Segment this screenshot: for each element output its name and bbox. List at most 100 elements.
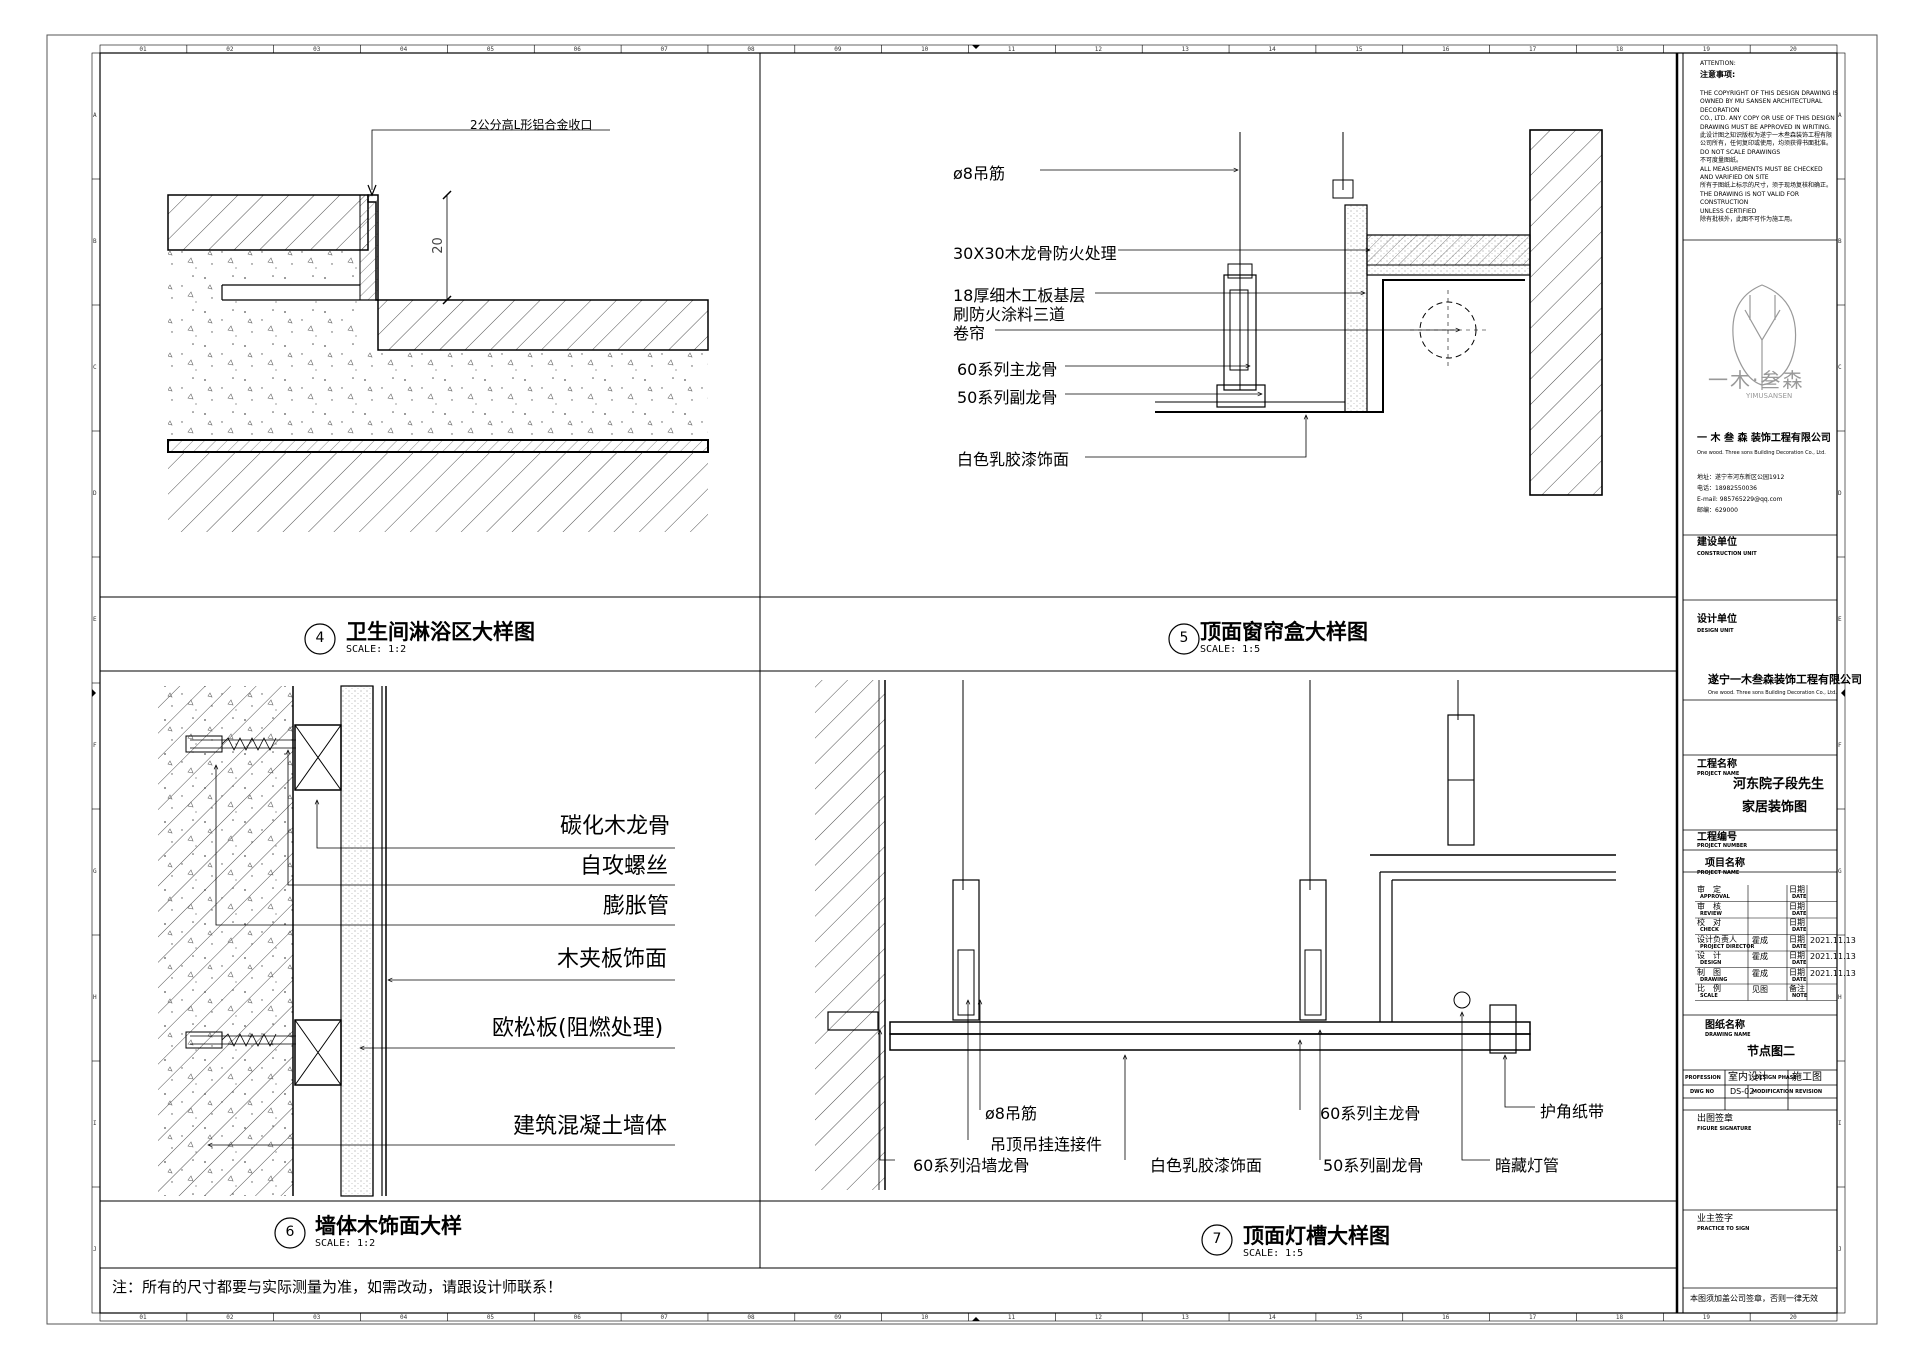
sign-date-label-en: DATE xyxy=(1792,943,1807,950)
tb-item: 项目名称 xyxy=(1705,858,1745,869)
tb-notice-line: CO., LTD. ANY COPY OR USE OF THIS DESIGN xyxy=(1700,115,1835,123)
grid-col-label: 04 xyxy=(399,1314,408,1321)
tb-phase: 施工图 xyxy=(1792,1072,1822,1083)
tb-item-en: PROJECT NAME xyxy=(1697,870,1740,876)
tb-profession: 室内设计 xyxy=(1728,1072,1768,1083)
grid-row-label: D xyxy=(93,490,97,497)
tb-contact-line: 地址：遂宁市河东新区公园1912 xyxy=(1697,474,1785,481)
tb-project-en: PROJECT NAME xyxy=(1697,771,1740,777)
grid-row-label: B xyxy=(1838,238,1842,245)
sign-date-label: 日期 xyxy=(1789,934,1805,944)
detail-4-drawing xyxy=(167,129,709,655)
tb-attention: ATTENTION: xyxy=(1700,60,1736,67)
d6-callout-3: 膨胀管 xyxy=(603,894,670,919)
grid-col-label: 16 xyxy=(1442,46,1450,53)
sign-date-label: 日期 xyxy=(1789,918,1805,927)
grid-row-label: C xyxy=(93,364,97,371)
tb-notice-line: ALL MEASUREMENTS MUST BE CHECKED xyxy=(1700,165,1823,173)
grid-col-label: 02 xyxy=(226,46,234,53)
grid-col-label: 07 xyxy=(660,1314,668,1321)
tb-logo-en: YIMUSANSEN xyxy=(1746,392,1793,400)
d6-callout-1: 碳化木龙骨 xyxy=(560,814,671,839)
tb-company: 一 木 叁 森 装饰工程有限公司 xyxy=(1697,433,1831,444)
d7-callout-wallkeel: 60系列沿墙龙骨 xyxy=(913,1156,1030,1175)
tb-project-name-1: 河东院子段先生 xyxy=(1733,777,1825,792)
tb-drawing-name-en: DRAWING NAME xyxy=(1705,1032,1751,1038)
grid-row-label: D xyxy=(1838,490,1842,497)
grid-col-label: 19 xyxy=(1702,1314,1710,1321)
d6-scale: SCALE: 1:2 xyxy=(315,1238,376,1249)
company-logo xyxy=(1732,284,1797,390)
d5-callout-board1: 18厚细木工板基层 xyxy=(953,286,1086,305)
sign-date-label: 日期 xyxy=(1789,901,1805,911)
d4-dimension: 20 xyxy=(430,237,446,254)
grid-col-label: 09 xyxy=(834,46,842,53)
tb-drawing-name-value: 节点图二 xyxy=(1747,1044,1796,1058)
sign-date-label-en: DATE xyxy=(1792,927,1807,933)
tb-project-name-2: 家居装饰图 xyxy=(1742,800,1808,815)
sign-role-en: DRAWING xyxy=(1700,976,1728,983)
grid-col-label: 12 xyxy=(1094,1314,1102,1321)
sign-role: 审 定 xyxy=(1697,885,1721,894)
grid-col-label: 02 xyxy=(226,1314,234,1321)
tb-owner-en: PRACTICE TO SIGN xyxy=(1697,1226,1750,1232)
d7-callout-lamp: 暗藏灯管 xyxy=(1495,1156,1560,1175)
tb-notice-title: 注意事项: xyxy=(1700,70,1736,79)
grid-col-label: 03 xyxy=(313,46,321,53)
tb-contact-line: 邮编：629000 xyxy=(1697,507,1738,514)
grid-row-label: A xyxy=(1838,112,1842,119)
sign-date-label-en: NOTE xyxy=(1792,993,1808,999)
tb-notice-line: 此设计图之知识版权为遂宁一木叁森装饰工程有限 xyxy=(1700,132,1833,140)
d4-number: 4 xyxy=(315,630,325,646)
grid-col-label: 10 xyxy=(921,46,929,53)
sign-role: 设计负责人 xyxy=(1697,934,1737,944)
sign-role: 校 对 xyxy=(1697,918,1721,927)
d5-number: 5 xyxy=(1179,630,1189,646)
grid-col-label: 09 xyxy=(834,1314,842,1321)
grid-col-label: 20 xyxy=(1789,46,1797,53)
sign-date-label: 日期 xyxy=(1789,885,1805,894)
grid-row-label: E xyxy=(1838,616,1842,623)
tb-design-company-en: One wood. Three sons Building Decoration… xyxy=(1708,690,1837,696)
tb-notice-line: DRAWING MUST BE APPROVED IN WRITING. xyxy=(1700,123,1831,131)
d4-scale: SCALE: 1:2 xyxy=(346,644,407,655)
sign-name: 霍成 xyxy=(1752,935,1768,945)
d7-callout-paint: 白色乳胶漆饰面 xyxy=(1150,1156,1263,1175)
tb-drawing-name: 图纸名称 xyxy=(1705,1020,1745,1031)
d6-callout-6: 建筑混凝土墙体 xyxy=(513,1114,668,1139)
d7-number: 7 xyxy=(1212,1231,1222,1247)
grid-col-label: 06 xyxy=(573,1314,581,1321)
d6-callout-2: 自攻螺丝 xyxy=(580,854,669,879)
grid-col-label: 05 xyxy=(486,46,495,53)
grid-col-label: 04 xyxy=(399,46,408,53)
sign-date-label: 日期 xyxy=(1789,967,1805,977)
d7-callout-main: 60系列主龙骨 xyxy=(1320,1104,1421,1123)
grid-col-label: 01 xyxy=(139,1314,147,1321)
grid-col-label: 14 xyxy=(1268,1314,1276,1321)
grid-row-label: G xyxy=(1838,868,1842,875)
tb-notice-line: AND VARIFIED ON SITE xyxy=(1700,174,1769,182)
sign-date-label-en: DATE xyxy=(1792,894,1807,900)
grid-col-label: 14 xyxy=(1268,46,1276,53)
tb-notice-line: 除有批核外，此图不可作为施工用。 xyxy=(1700,216,1797,224)
grid-row-label: H xyxy=(1838,994,1842,1001)
d7-callout-corner: 护角纸带 xyxy=(1540,1102,1605,1121)
sign-date-label-en: DATE xyxy=(1792,910,1807,917)
grid-row-label: G xyxy=(93,868,97,875)
d7-scale: SCALE: 1:5 xyxy=(1243,1248,1304,1259)
tb-profession-en: PROFESSION xyxy=(1685,1075,1721,1081)
detail-6-drawing xyxy=(158,685,675,1249)
d7-callout-hanger: 吊顶吊挂连接件 xyxy=(990,1135,1103,1154)
d6-title: 墙体木饰面大样 xyxy=(315,1214,462,1238)
tb-project-no-en: PROJECT NUMBER xyxy=(1697,843,1748,849)
grid-row-label: I xyxy=(1838,1120,1842,1127)
sign-role-en: PROJECT DIRECTOR xyxy=(1700,943,1755,950)
tb-build-unit: 建设单位 xyxy=(1697,537,1737,548)
d5-callout-main: 60系列主龙骨 xyxy=(957,360,1058,379)
sign-date-label-en: DATE xyxy=(1792,960,1807,966)
tb-build-unit-en: CONSTRUCTION UNIT xyxy=(1697,551,1757,557)
grid-row-label: B xyxy=(93,238,97,245)
grid-col-label: 19 xyxy=(1702,46,1710,53)
d7-callout-rod: ø8吊筋 xyxy=(985,1104,1037,1123)
